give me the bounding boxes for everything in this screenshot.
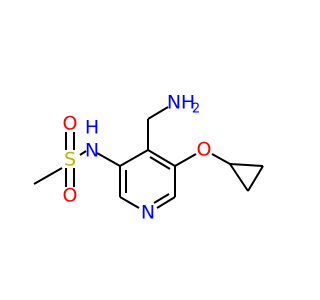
cyclopropyl-bottom-left-bond [229, 163, 249, 192]
ring-n-c2-bond [119, 196, 140, 209]
nh-c3-bond [96, 152, 121, 167]
sulfonamide-nitrogen-label: N [85, 140, 99, 162]
oxygen-bottom-label: O [63, 185, 78, 207]
bond-layer [33, 106, 264, 209]
amine-nitrogen-label: N [167, 92, 181, 114]
ring-c6-n-inner-bond [153, 193, 170, 204]
ring-c3-c4-bond [119, 149, 149, 167]
methyl-sulfur-bond [33, 167, 63, 185]
molecule-structure-diagram: N H 2 N H S O O N O [33, 92, 264, 224]
cyclopropyl-top-right-bond [229, 163, 264, 167]
atom-label-layer: N H 2 N H S O O N O [63, 92, 212, 224]
ring-c6-n-bond [156, 196, 176, 209]
ring-c4-c5-bond [147, 149, 176, 167]
sulfonamide-hydrogen-label: H [85, 117, 99, 139]
sulfur-nitrogen-bond [79, 150, 87, 156]
oxygen-cyclopropyl-bond [211, 153, 231, 165]
amine-hydrogen-count: 2 [192, 102, 200, 117]
ether-oxygen-label: O [197, 139, 212, 161]
pyridine-nitrogen-label: N [141, 202, 155, 224]
ring-c4-c5-inner-bond [149, 156, 171, 170]
c5-oxygen-bond [174, 153, 197, 167]
sulfur-label: S [64, 149, 76, 171]
amine-hydrogen-label: H [181, 92, 195, 114]
oxygen-top-label: O [63, 113, 78, 135]
ch2-nh2-bond [147, 106, 169, 120]
cyclopropyl-right-bottom-bond [247, 165, 264, 192]
